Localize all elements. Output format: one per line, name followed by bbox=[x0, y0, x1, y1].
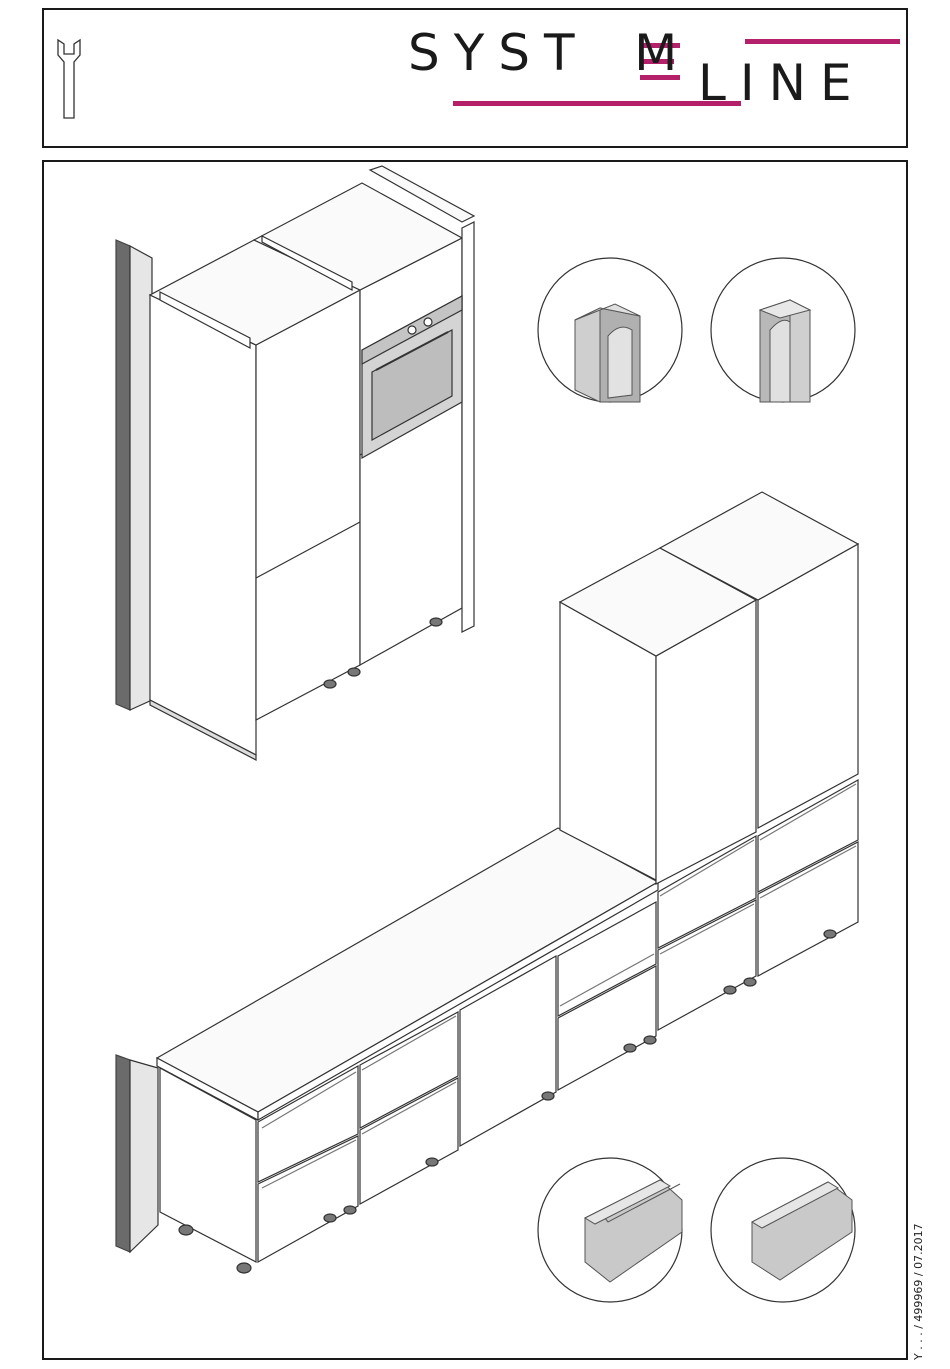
wrench-icon bbox=[58, 40, 80, 118]
tall-cabinets-with-oven bbox=[116, 166, 474, 760]
logo-system-text: SYSTEM bbox=[408, 26, 691, 80]
horizontal-profile-detail-1 bbox=[538, 1158, 682, 1302]
vertical-profile-detail-2 bbox=[711, 258, 855, 402]
vertical-profile-detail-1 bbox=[538, 258, 682, 402]
document-code: Y . . . / 499969 / 07.2017 bbox=[912, 1223, 925, 1360]
logo-line-text: LINE bbox=[698, 56, 866, 110]
logo-e-glyph: E bbox=[589, 24, 635, 82]
horizontal-profile-detail-2 bbox=[711, 1158, 855, 1302]
